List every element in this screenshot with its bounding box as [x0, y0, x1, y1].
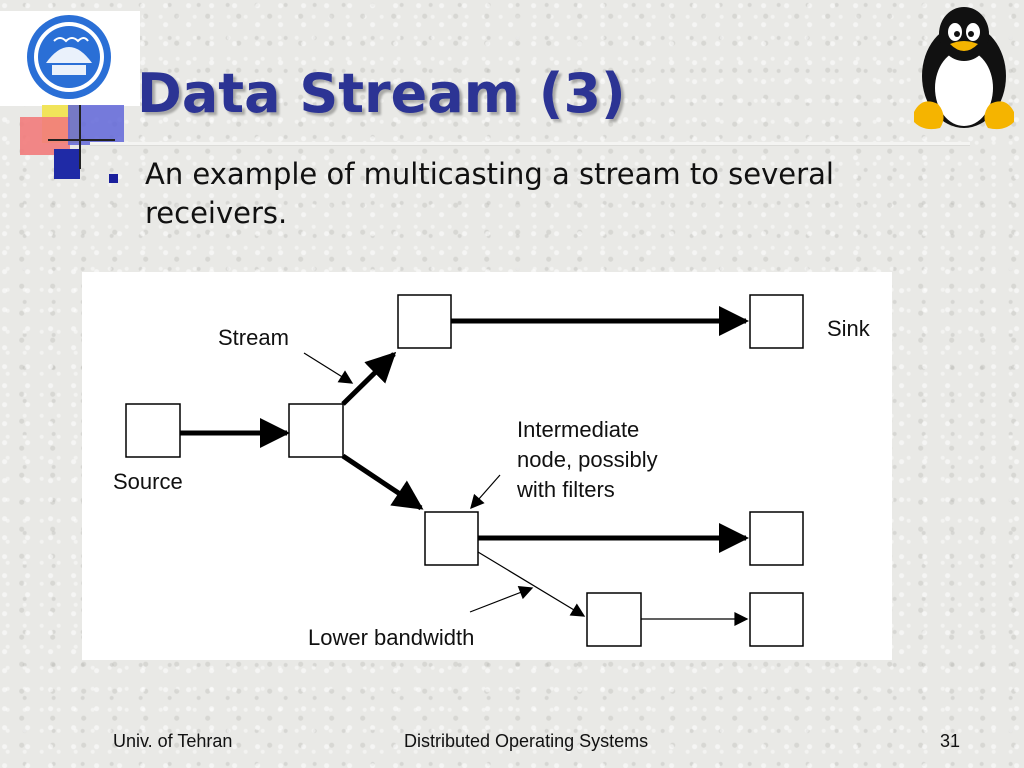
footer-course-title: Distributed Operating Systems: [404, 731, 649, 751]
low-bandwidth-arrow-to-filter: [477, 551, 586, 617]
title-divider: [90, 142, 970, 145]
title-decoration: [20, 105, 124, 179]
filter-node: [586, 592, 642, 647]
sink-node-top: [749, 294, 804, 349]
intermediate-label-line2: node, possibly: [517, 447, 658, 472]
intermediate-node: [424, 511, 479, 566]
diagram-panel: Stream Sink Source Intermediate node, po…: [82, 272, 892, 660]
multicast-diagram: Stream Sink Source Intermediate node, po…: [113, 294, 871, 650]
source-node: [125, 403, 181, 458]
bullet-text: An example of multicasting a stream to s…: [145, 157, 834, 230]
stream-arrow-split-to-intermediate: [341, 453, 424, 511]
source-label: Source: [113, 469, 183, 494]
stream-arrow-split-to-upper: [341, 351, 397, 406]
intermediate-label-line1: Intermediate: [517, 417, 639, 442]
logo-background: [0, 11, 140, 106]
slide-title: Data Stream (3): [137, 62, 626, 125]
footer-page-number: 31: [940, 731, 961, 751]
sink-label: Sink: [827, 316, 871, 341]
lower-bandwidth-label: Lower bandwidth: [308, 625, 474, 650]
sink-node-bottom: [749, 592, 804, 647]
sink-node-middle: [749, 511, 804, 566]
lower-bandwidth-label-pointer: [469, 586, 534, 613]
intermediate-label-pointer: [470, 474, 501, 510]
split-node: [288, 403, 344, 458]
stream-label-pointer: [303, 352, 354, 384]
upper-relay-node: [397, 294, 452, 349]
bullet-marker: [109, 174, 118, 183]
footer-university: Univ. of Tehran: [113, 731, 233, 751]
stream-label: Stream: [218, 325, 289, 350]
intermediate-label-line3: with filters: [516, 477, 615, 502]
university-seal-icon: [27, 15, 111, 99]
tux-penguin-icon: [914, 7, 1014, 130]
